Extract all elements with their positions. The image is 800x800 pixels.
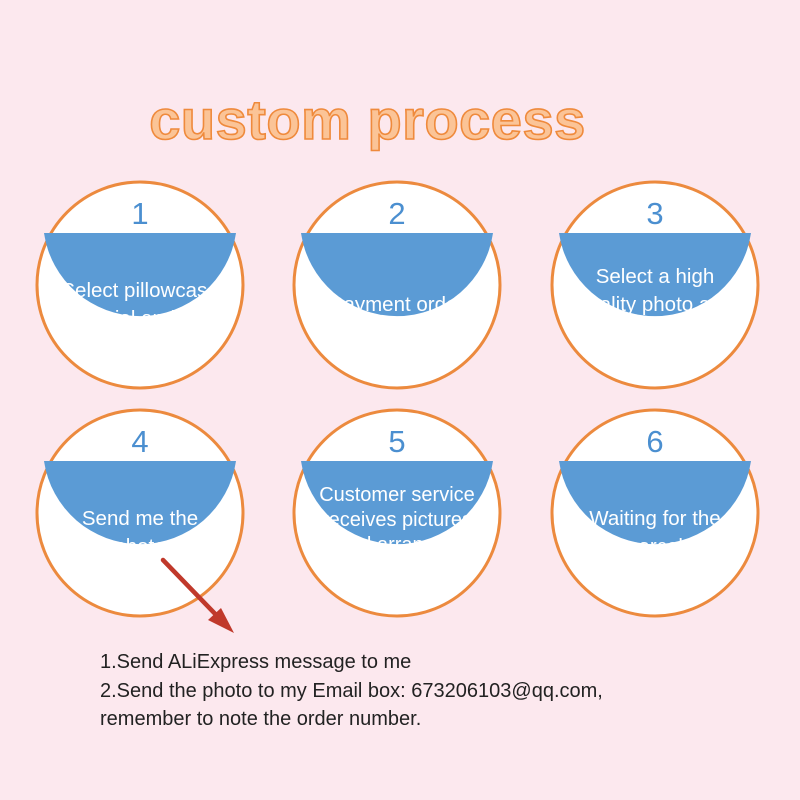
step-label: Waiting for the parcel — [589, 507, 721, 558]
step-5: 5 Customer service receives pictures and… — [292, 408, 502, 618]
step-number: 1 — [131, 196, 149, 231]
page-title: custom process — [148, 88, 586, 151]
step-label: Send me the photo — [81, 507, 199, 558]
step-4: 4 Send me the photo — [35, 408, 245, 618]
instructions: 1.Send ALiExpress message to me 2.Send t… — [100, 648, 603, 734]
step-number: 6 — [646, 424, 664, 459]
step-circle — [292, 408, 502, 618]
step-2: 2 Payment order — [292, 180, 502, 390]
step-label: Payment order — [329, 293, 465, 316]
step-circle — [550, 408, 760, 618]
step-number: 4 — [131, 424, 149, 459]
step-label: Select pillowcase material and size — [61, 279, 219, 330]
step-1: 1 Select pillowcase material and size — [35, 180, 245, 390]
instruction-line: remember to note the order number. — [100, 708, 422, 730]
step-circle — [550, 180, 760, 390]
step-label: Customer service receives pictures and a… — [319, 484, 475, 581]
instruction-line: 1.Send ALiExpress message to me — [100, 651, 412, 673]
step-circle — [35, 180, 245, 390]
instruction-line: 2.Send the photo to my Email box: 673206… — [100, 679, 603, 702]
step-number: 2 — [388, 196, 406, 231]
step-number: 5 — [388, 424, 406, 459]
step-circle — [292, 180, 502, 390]
step-6: 6 Waiting for the parcel — [550, 408, 760, 618]
step-label: Select a high quality photo and cut it t… — [576, 265, 734, 344]
step-3: 3 Select a high quality photo and cut it… — [550, 180, 760, 390]
step-number: 3 — [646, 196, 664, 231]
